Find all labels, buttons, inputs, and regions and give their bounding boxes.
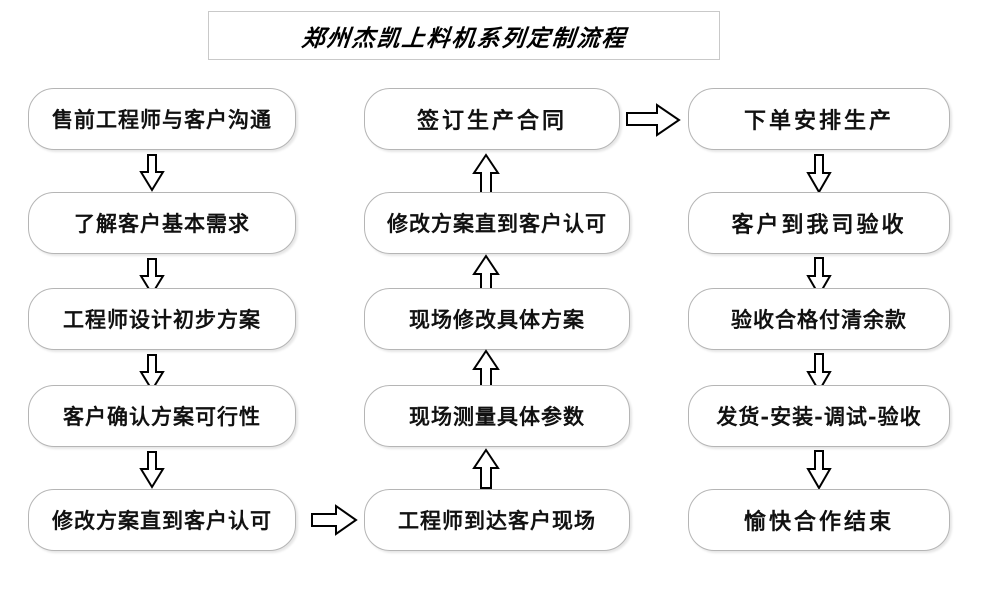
node-c3n1[interactable]: 下单安排生产 <box>688 88 950 150</box>
arrow-up-c2n2-c2n1 <box>471 153 501 195</box>
node-label: 工程师到达客户现场 <box>398 508 596 533</box>
arrow-right-c2n1-c3n1 <box>625 102 681 138</box>
node-c1n1[interactable]: 售前工程师与客户沟通 <box>28 88 296 150</box>
diagram-title: 郑州杰凯上料机系列定制流程 <box>299 24 628 52</box>
node-c3n2[interactable]: 客户到我司验收 <box>688 192 950 254</box>
arrow-down-c1n4-c1n5 <box>138 451 166 489</box>
node-c1n4[interactable]: 客户确认方案可行性 <box>28 385 296 447</box>
node-label: 愉快合作结束 <box>743 509 894 535</box>
node-label: 售前工程师与客户沟通 <box>52 107 272 132</box>
node-label: 现场测量具体参数 <box>409 404 585 429</box>
node-c1n5[interactable]: 修改方案直到客户认可 <box>28 489 296 551</box>
node-c3n5[interactable]: 愉快合作结束 <box>688 489 950 551</box>
node-c3n3[interactable]: 验收合格付清余款 <box>688 288 950 350</box>
arrow-up-c2n5-c2n4 <box>471 448 501 490</box>
node-c2n3[interactable]: 现场修改具体方案 <box>364 288 630 350</box>
node-label: 客户确认方案可行性 <box>63 404 261 429</box>
arrow-down-c1n1-c1n2 <box>138 154 166 192</box>
node-c3n4[interactable]: 发货-安装-调试-验收 <box>688 385 950 447</box>
diagram-title-box: 郑州杰凯上料机系列定制流程 <box>208 11 720 60</box>
node-label: 签订生产合同 <box>416 108 567 134</box>
node-c2n2[interactable]: 修改方案直到客户认可 <box>364 192 630 254</box>
node-label: 现场修改具体方案 <box>409 307 585 332</box>
node-label: 发货-安装-调试-验收 <box>716 404 922 429</box>
arrow-down-c3n1-c3n2 <box>805 154 833 194</box>
node-label: 工程师设计初步方案 <box>63 307 261 332</box>
node-label: 验收合格付清余款 <box>731 307 907 332</box>
node-label: 下单安排生产 <box>743 108 894 134</box>
node-label: 客户到我司验收 <box>731 212 907 238</box>
arrow-down-c1n3-c1n4 <box>138 354 166 392</box>
arrow-right-c1n5-c2n5 <box>310 503 358 537</box>
node-c2n5[interactable]: 工程师到达客户现场 <box>364 489 630 551</box>
arrow-down-c3n4-c3n5 <box>805 450 833 490</box>
node-c2n1[interactable]: 签订生产合同 <box>364 88 620 150</box>
node-c2n4[interactable]: 现场测量具体参数 <box>364 385 630 447</box>
node-c1n3[interactable]: 工程师设计初步方案 <box>28 288 296 350</box>
arrow-down-c1n2-c1n3 <box>138 258 166 296</box>
node-label: 修改方案直到客户认可 <box>52 508 272 533</box>
node-label: 修改方案直到客户认可 <box>387 211 607 236</box>
arrow-down-c3n3-c3n4 <box>805 353 833 393</box>
node-label: 了解客户基本需求 <box>74 211 250 236</box>
node-c1n2[interactable]: 了解客户基本需求 <box>28 192 296 254</box>
arrow-down-c3n2-c3n3 <box>805 257 833 297</box>
